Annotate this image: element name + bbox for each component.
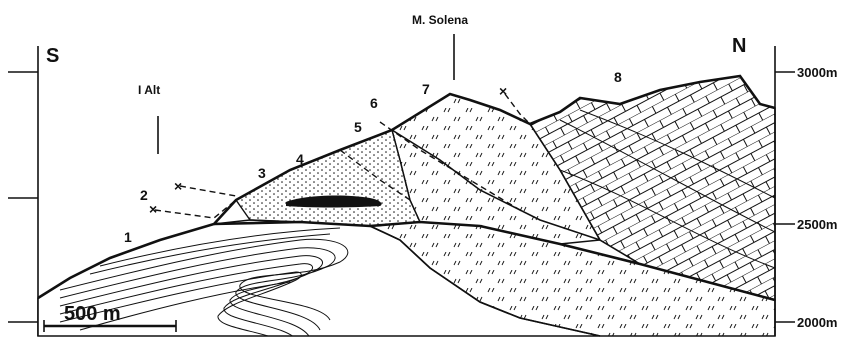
right-frame bbox=[775, 46, 795, 336]
left-frame bbox=[8, 46, 38, 336]
scale-bar-label: 500 m bbox=[64, 303, 121, 325]
unit-label-7: 7 bbox=[422, 81, 430, 97]
unit-label-8: 8 bbox=[614, 69, 622, 85]
unit-label-2: 2 bbox=[140, 187, 148, 203]
unit-label-3: 3 bbox=[258, 165, 266, 181]
peak-label: M. Solena bbox=[412, 13, 468, 27]
unit-label-6: 6 bbox=[370, 95, 378, 111]
elevation-2500: 2500m bbox=[797, 217, 837, 232]
south-label: S bbox=[46, 45, 59, 67]
unit-label-4: 4 bbox=[296, 151, 304, 167]
unit-label-1: 1 bbox=[124, 229, 132, 245]
svg-text:×: × bbox=[499, 83, 507, 99]
svg-text:×: × bbox=[174, 178, 182, 194]
unit-label-5: 5 bbox=[354, 119, 362, 135]
alt-label: I Alt bbox=[138, 83, 160, 97]
north-label: N bbox=[732, 35, 746, 57]
elevation-3000: 3000m bbox=[797, 65, 837, 80]
svg-text:×: × bbox=[149, 201, 157, 217]
elevation-2000: 2000m bbox=[797, 315, 837, 330]
